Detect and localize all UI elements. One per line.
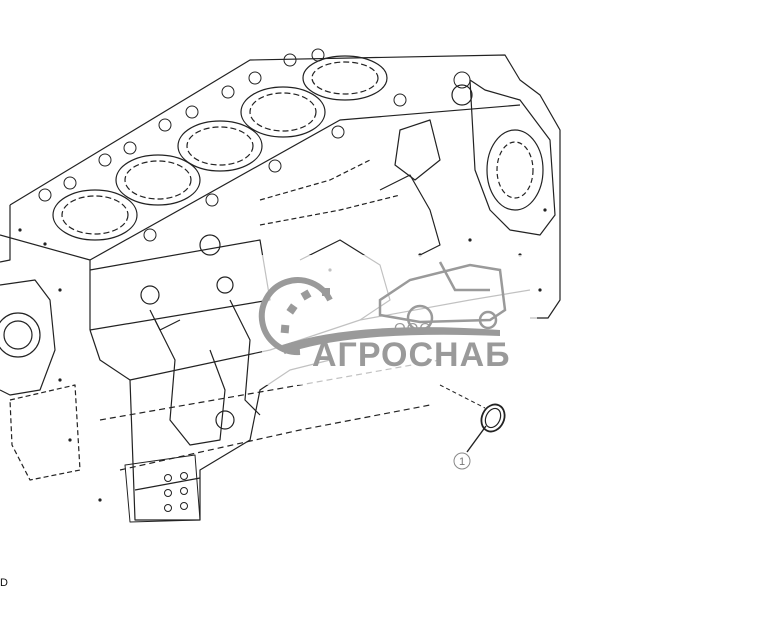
deck-bolt-holes <box>38 48 471 242</box>
field-swoosh-icon <box>282 327 500 352</box>
seal-ring-part <box>439 384 506 453</box>
cylinder-bores <box>52 55 388 241</box>
callout-1: 1 <box>453 452 471 470</box>
front-face <box>0 279 81 481</box>
watermark-prefix: ООО <box>394 320 432 337</box>
agrosnab-watermark: ООО АГРОСНАБ <box>258 255 537 385</box>
watermark-company-name: АГРОСНАБ <box>312 336 511 374</box>
combine-harvester-icon <box>378 261 507 332</box>
gear-logo-icon <box>258 277 333 356</box>
callout-label: 1 <box>459 456 465 468</box>
mounting-pad <box>124 454 201 523</box>
corner-mark: D <box>0 577 8 589</box>
rear-face <box>451 79 556 236</box>
cylinder-block-drawing <box>0 48 561 523</box>
